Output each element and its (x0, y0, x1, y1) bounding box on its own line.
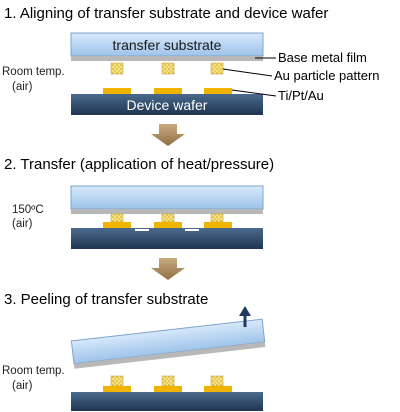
ti-pt-au-pad (204, 88, 232, 94)
au-particle (210, 213, 224, 223)
base-metal-film (71, 56, 263, 61)
device-wafer (71, 392, 263, 411)
base-metal-film-label: Base metal film (278, 50, 367, 65)
ti-pt-au-pad (204, 386, 232, 392)
wafer-gap (185, 229, 199, 231)
peel-direction-arrow-head (239, 306, 251, 316)
ti-pt-au-leader (231, 89, 277, 97)
step-1-title: 1. Aligning of transfer substrate and de… (4, 5, 328, 22)
device-wafer (71, 94, 263, 115)
au-particle (110, 375, 124, 387)
au-particle (161, 62, 175, 75)
condition-2-line1: 150ºC (12, 204, 44, 216)
step-2-title: 2. Transfer (application of heat/pressur… (4, 156, 274, 173)
condition-3-line2: (air) (12, 380, 33, 392)
ti-pt-au-pad (154, 386, 182, 392)
process-arrow-2 (151, 258, 185, 280)
base-metal-film (73, 342, 266, 369)
ti-pt-au-pad (103, 222, 131, 228)
condition-2-line2: (air) (12, 218, 33, 230)
au-particle-leader (222, 68, 273, 77)
condition-1-line1: Room temp. (2, 66, 65, 78)
step-3-title: 3. Peeling of transfer substrate (4, 291, 208, 308)
ti-pt-au-pad (204, 222, 232, 228)
au-particle (110, 213, 124, 223)
ti-pt-au-pad (154, 88, 182, 94)
au-particle (210, 62, 224, 75)
condition-3-line1: Room temp. (2, 365, 65, 377)
au-particle (210, 375, 224, 387)
ti-pt-au-pad (103, 386, 131, 392)
au-particle-pattern-label: Au particle pattern (274, 68, 380, 83)
au-particle (161, 213, 175, 223)
au-particle (161, 375, 175, 387)
transfer-substrate-label: transfer substrate (113, 37, 222, 53)
peeling-substrate-group (70, 318, 266, 369)
wafer-gap (135, 229, 149, 231)
au-particle (110, 62, 124, 75)
device-wafer (71, 228, 263, 249)
ti-pt-au-pad (103, 88, 131, 94)
device-wafer-label: Device wafer (127, 97, 208, 113)
base-metal-film (71, 209, 263, 214)
condition-1-line2: (air) (12, 81, 33, 93)
ti-pt-au-pad (154, 222, 182, 228)
transfer-substrate (70, 185, 264, 210)
process-arrow-1 (151, 124, 185, 146)
ti-pt-au-label: Ti/Pt/Au (278, 88, 324, 103)
